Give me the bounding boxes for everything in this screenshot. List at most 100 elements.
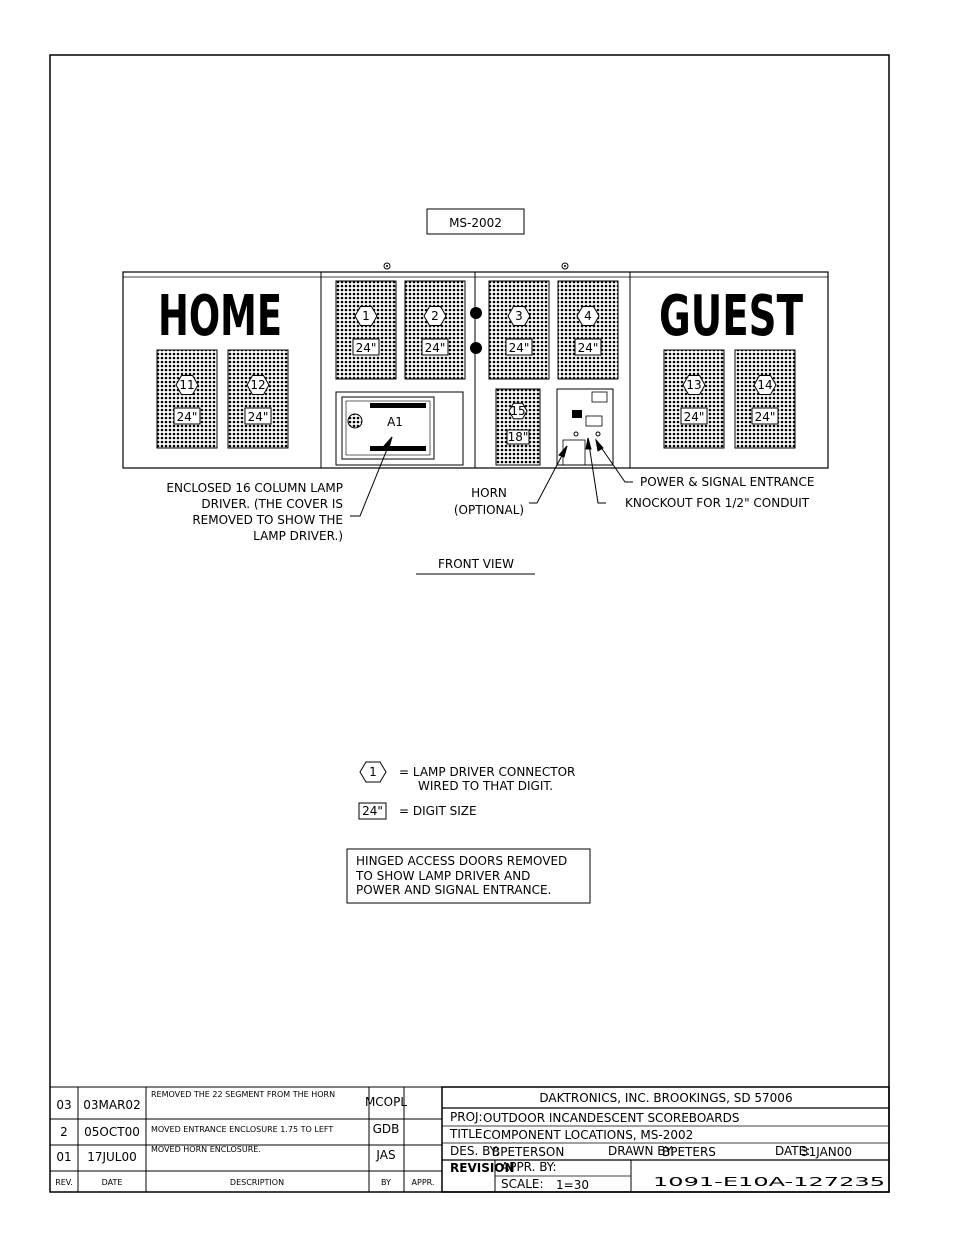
connector-number: 14 xyxy=(757,378,772,392)
colon-dot-top xyxy=(470,307,482,319)
callout-leaders xyxy=(350,436,633,517)
by-cell: MCOPL xyxy=(365,1095,407,1109)
revision-rows: REV. DATE DESCRIPTION BY APPR. 03 03MAR0… xyxy=(55,1090,434,1187)
digit-size-box xyxy=(173,407,201,425)
rev-header: REV. xyxy=(55,1178,73,1187)
lamp-driver-callout-line3: REMOVED TO SHOW THE xyxy=(192,513,343,527)
connector-number: 2 xyxy=(431,309,439,323)
legend: 1 = LAMP DRIVER CONNECTOR WIRED TO THAT … xyxy=(358,761,575,820)
digit-size-label: 24" xyxy=(248,410,269,424)
scale-label: SCALE: xyxy=(501,1177,544,1191)
knockout-icon xyxy=(573,431,579,437)
connector-hexagon-icon xyxy=(508,402,528,420)
digit-panel: 12 24" xyxy=(227,349,289,449)
connector-hexagon-icon xyxy=(423,306,447,326)
title-block-text: DAKTRONICS, INC. BROOKINGS, SD 57006 PRO… xyxy=(449,1091,885,1192)
digit-size-box xyxy=(358,802,387,820)
digit-size-label: 24" xyxy=(755,410,776,424)
connector-number: 4 xyxy=(584,309,592,323)
date-cell: 03MAR02 xyxy=(83,1098,140,1112)
view-title: FRONT VIEW xyxy=(438,557,514,571)
description-cell: REMOVED THE 22 SEGMENT FROM THE HORN xyxy=(151,1090,335,1099)
connector-hexagon-icon xyxy=(576,306,600,326)
digit-size-label: 24" xyxy=(578,341,599,355)
digit-size-box xyxy=(244,407,272,425)
by-cell: GDB xyxy=(373,1122,400,1136)
revision-label: REVISION xyxy=(450,1161,515,1175)
digit-panel: 2 24" xyxy=(404,280,466,380)
note-box: HINGED ACCESS DOORS REMOVED TO SHOW LAMP… xyxy=(346,848,591,904)
guest-label: GUEST xyxy=(659,284,803,349)
model-label: MS-2002 xyxy=(449,216,502,230)
connector-number: 1 xyxy=(362,309,370,323)
lift-eye-right xyxy=(561,262,569,270)
drawing-title: COMPONENT LOCATIONS, MS-2002 xyxy=(483,1128,693,1142)
lamp-driver-callout-line1: ENCLOSED 16 COLUMN LAMP xyxy=(166,481,343,495)
digit-size-label: 24" xyxy=(684,410,705,424)
digit-size-box xyxy=(751,407,779,425)
by-header: BY xyxy=(381,1178,391,1187)
speaker-icon xyxy=(347,413,363,429)
connector-hexagon-icon xyxy=(682,375,706,395)
note-line2: TO SHOW LAMP DRIVER AND xyxy=(355,869,530,883)
home-label: HOME xyxy=(158,284,282,349)
lamp-driver-label: A1 xyxy=(387,415,403,429)
title-label: TITLE: xyxy=(449,1127,487,1141)
lamp-driver-enclosure: A1 xyxy=(335,391,464,466)
connector-hexagon-icon xyxy=(246,375,270,395)
drawing-date: 31JAN00 xyxy=(801,1145,852,1159)
lamp-driver-callout-line4: LAMP DRIVER.) xyxy=(253,529,343,543)
digit-size-box xyxy=(680,407,708,425)
rev-cell: 2 xyxy=(60,1125,68,1139)
scoreboard: HOME GUEST 1 24" 2 24" 3 24" 4 24" 11 24" 12 24" 13 2… xyxy=(122,262,829,469)
connector-number: 15 xyxy=(510,404,525,418)
power-entrance-enclosure xyxy=(556,388,614,466)
legend-digit-symbol: 24" xyxy=(362,804,383,818)
designer-name: BPETERSON xyxy=(492,1145,564,1159)
connector-hexagon-icon xyxy=(753,375,777,395)
drawing-number: 1091-E10A-127235 xyxy=(653,1175,885,1189)
digit-panel: 1 24" xyxy=(335,280,397,380)
connector-number: 11 xyxy=(179,378,194,392)
rev-cell: 03 xyxy=(56,1098,71,1112)
rev-cell: 01 xyxy=(56,1150,71,1164)
connector-number: 13 xyxy=(686,378,701,392)
connector-hexagon-icon xyxy=(359,761,387,783)
date-label: DATE: xyxy=(775,1144,810,1158)
digit-size-label: 24" xyxy=(177,410,198,424)
lift-eye-left xyxy=(383,262,391,270)
knockout-callout: KNOCKOUT FOR 1/2" CONDUIT xyxy=(625,496,810,510)
digit-panel: 4 24" xyxy=(557,280,619,380)
digit-size-label: 24" xyxy=(356,341,377,355)
connector-number: 12 xyxy=(250,378,265,392)
description-header: DESCRIPTION xyxy=(230,1178,284,1187)
connector-hexagon-icon xyxy=(175,375,199,395)
revision-table xyxy=(49,1086,443,1193)
approved-label: APPR. BY: xyxy=(501,1160,557,1174)
lamp-driver-callout-line2: DRIVER. (THE COVER IS xyxy=(201,497,343,511)
digit-size-box xyxy=(352,338,380,356)
legend-connector-text-line1: = LAMP DRIVER CONNECTOR xyxy=(399,765,575,779)
horn-callout: HORN (OPTIONAL) xyxy=(454,486,524,517)
digit-size-label: 24" xyxy=(425,341,446,355)
lamp-driver-callout: ENCLOSED 16 COLUMN LAMP DRIVER. (THE COV… xyxy=(166,481,343,543)
drawn-label: DRAWN BY: xyxy=(608,1144,675,1158)
designer-label: DES. BY: xyxy=(450,1144,499,1158)
horn-callout-line2: (OPTIONAL) xyxy=(454,503,524,517)
connector-number: 3 xyxy=(515,309,523,323)
description-cell: MOVED HORN ENCLOSURE. xyxy=(151,1145,261,1154)
digit-panel: 11 24" xyxy=(156,349,218,449)
note-line3: POWER AND SIGNAL ENTRANCE. xyxy=(356,883,551,897)
date-cell: 17JUL00 xyxy=(87,1150,137,1164)
digit-size-label: 24" xyxy=(509,341,530,355)
date-header: DATE xyxy=(102,1178,123,1187)
legend-connector-symbol: 1 xyxy=(369,765,377,779)
date-cell: 05OCT00 xyxy=(84,1125,140,1139)
by-cell: JAS xyxy=(375,1148,395,1162)
digit-size-label: 18" xyxy=(508,430,529,444)
model-label-box: MS-2002 xyxy=(426,208,525,235)
connector-hexagon-icon xyxy=(507,306,531,326)
note-line1: HINGED ACCESS DOORS REMOVED xyxy=(356,854,567,868)
digit-panel: 15 18" xyxy=(495,388,541,466)
